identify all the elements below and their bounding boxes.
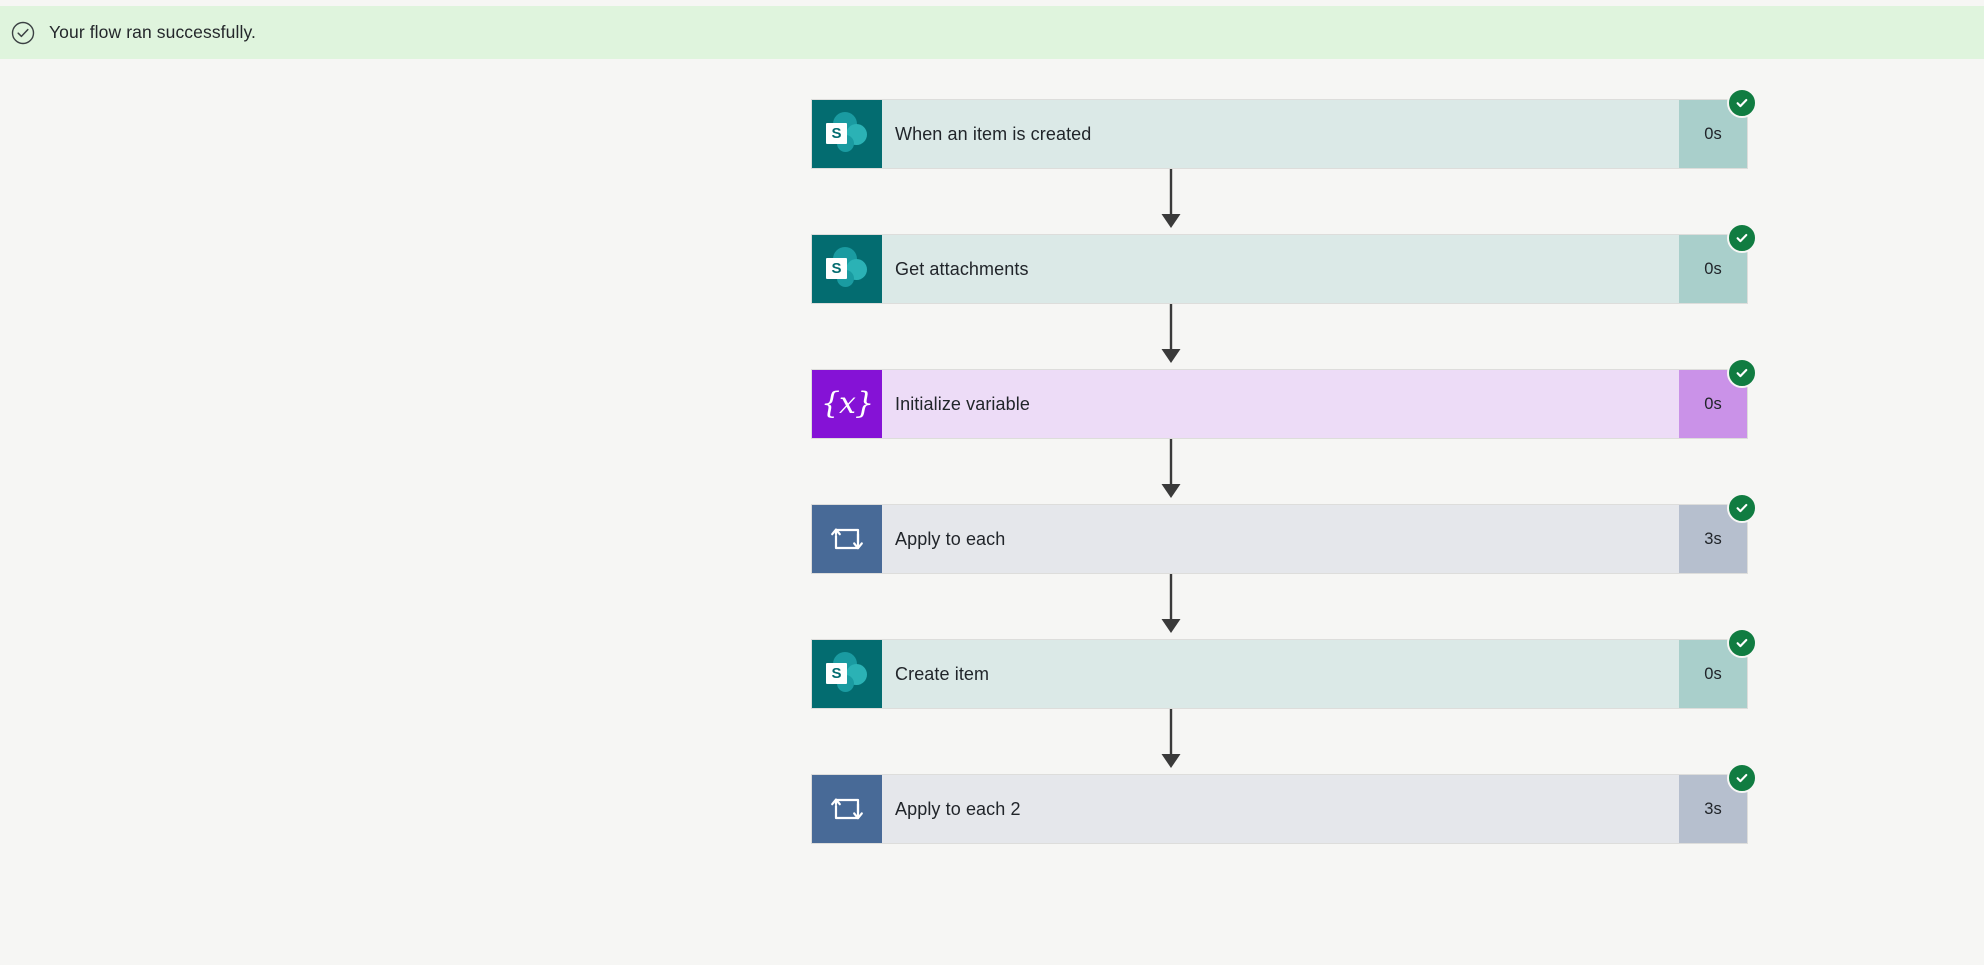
flow-step-card-4[interactable]: S Create item 0s [811,628,1757,709]
flow-connector [811,574,1748,639]
flow-step-title-0: When an item is created [882,100,1679,168]
check-circle-icon [10,20,36,46]
flow-step-card-5[interactable]: Apply to each 2 3s [811,763,1757,844]
check-badge-icon [1727,88,1757,118]
arrow-down-icon [1161,169,1181,228]
flow-step-title-1: Get attachments [882,235,1679,303]
flow-connector [811,439,1748,504]
check-badge-icon [1727,763,1757,793]
success-banner: Your flow ran successfully. [0,6,1984,59]
flow-step-title-2: Initialize variable [882,370,1679,438]
loop-repeat-icon [812,505,882,573]
sharepoint-glyph: S [825,247,869,291]
flow-step-card-3[interactable]: Apply to each 3s [811,493,1757,574]
flow-step: Apply to each 3s [811,493,1757,574]
flow-step: S Create item 0s [811,628,1757,709]
check-badge-icon [1727,628,1757,658]
sharepoint-glyph: S [825,112,869,156]
arrow-down-icon [1161,574,1181,633]
arrow-down-icon [1161,304,1181,363]
flow-step-list: S When an item is created 0s S Get attac… [811,88,1757,844]
arrow-down-icon [1161,439,1181,498]
flow-connector [811,709,1748,774]
flow-step-title-3: Apply to each [882,505,1679,573]
flow-step: S Get attachments 0s [811,223,1757,304]
flow-connector [811,304,1748,369]
success-banner-message: Your flow ran successfully. [49,21,256,42]
flow-run-canvas: S When an item is created 0s S Get attac… [0,59,1984,965]
flow-step-card-0[interactable]: S When an item is created 0s [811,88,1757,169]
flow-step: Apply to each 2 3s [811,763,1757,844]
sharepoint-icon: S [812,640,882,708]
check-badge-icon [1727,223,1757,253]
check-badge-icon [1727,358,1757,388]
flow-connector [811,169,1748,234]
flow-step: {x} Initialize variable 0s [811,358,1757,439]
loop-repeat-glyph [831,798,863,820]
sharepoint-glyph: S [825,652,869,696]
flow-step-card-2[interactable]: {x} Initialize variable 0s [811,358,1757,439]
loop-repeat-icon [812,775,882,843]
check-badge-icon [1727,493,1757,523]
loop-repeat-glyph [831,528,863,550]
variable-braces-icon: {x} [812,370,882,438]
flow-step-title-4: Create item [882,640,1679,708]
flow-step: S When an item is created 0s [811,88,1757,169]
variable-braces-glyph: {x} [820,386,874,421]
sharepoint-icon: S [812,235,882,303]
flow-step-card-1[interactable]: S Get attachments 0s [811,223,1757,304]
sharepoint-icon: S [812,100,882,168]
arrow-down-icon [1161,709,1181,768]
flow-step-title-5: Apply to each 2 [882,775,1679,843]
